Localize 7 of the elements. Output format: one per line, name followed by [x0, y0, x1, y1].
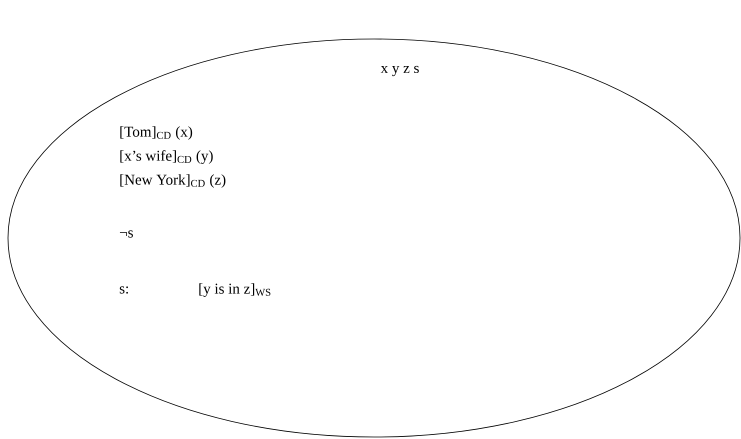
text-line: [New York]$_{CD}$ (z) [120, 174, 226, 188]
text-line: [y is in z]$_{WS}$ [199, 283, 270, 297]
text-line: [x’s wife]$_{CD}$ (y) [120, 150, 213, 164]
text-line: [Tom]$_{CD}$ (x) [120, 126, 192, 140]
text-line: s: [120, 286, 128, 294]
text-line: ¬s [120, 230, 133, 238]
text-line: x y z s [380, 66, 419, 76]
